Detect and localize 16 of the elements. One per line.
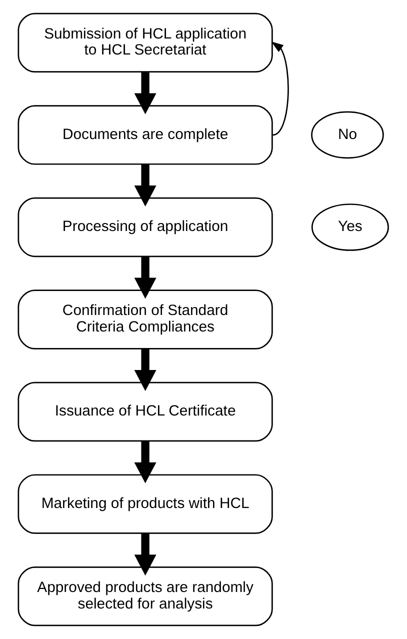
node-box: Submission of HCL application to HCL Secretariat bbox=[18, 12, 273, 73]
arrow bbox=[134, 533, 156, 576]
node-box: Processing of application bbox=[18, 197, 273, 258]
node-ellipse: Yes bbox=[311, 204, 389, 251]
arrow bbox=[134, 164, 156, 206]
arrow bbox=[134, 256, 156, 299]
node-ellipse: No bbox=[311, 111, 384, 159]
node-box: Documents are complete bbox=[18, 105, 273, 165]
arrow bbox=[134, 72, 156, 114]
arrow bbox=[271, 42, 289, 136]
node-box: Marketing of products with HCL bbox=[18, 474, 273, 534]
node-box: Confirmation of Standard Criteria Compliances bbox=[18, 290, 273, 350]
arrow bbox=[134, 440, 156, 484]
node-box: Issuance of HCL Certificate bbox=[18, 382, 273, 442]
node-box: Approved products are randomly selected for analysis bbox=[18, 566, 273, 626]
arrow bbox=[134, 348, 156, 392]
